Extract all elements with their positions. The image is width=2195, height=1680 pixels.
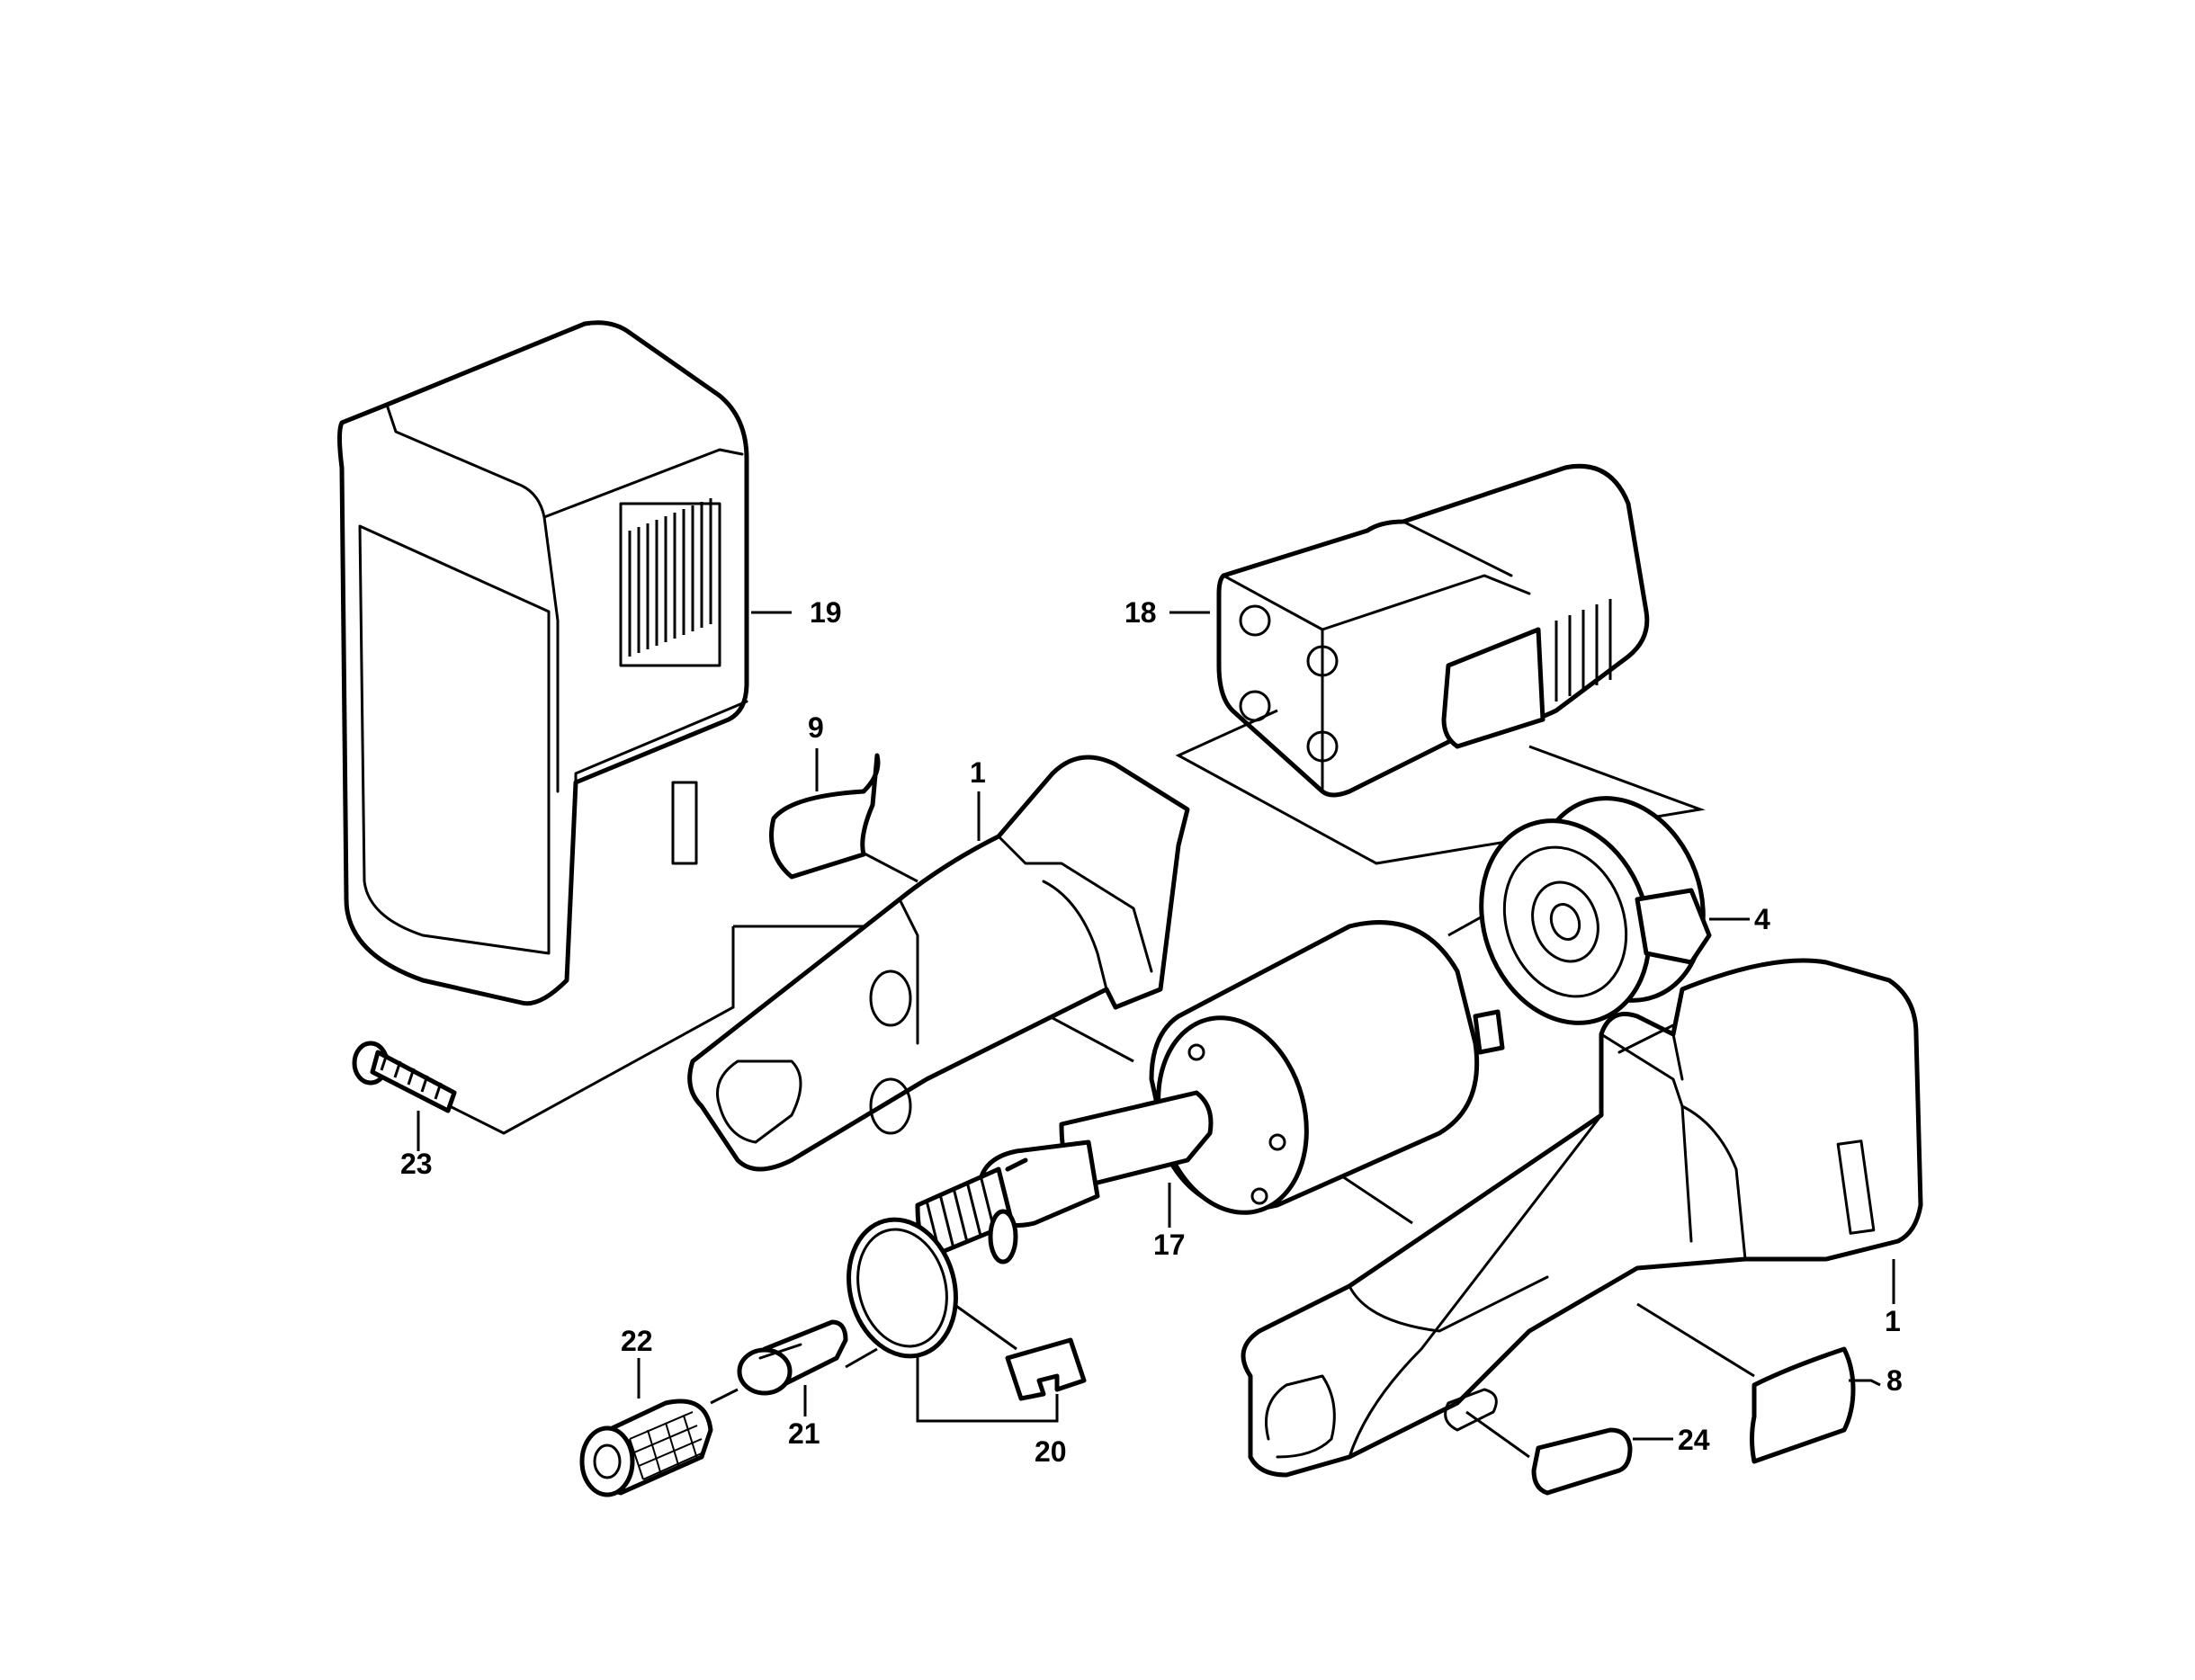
part-18-battery-pack <box>1169 463 1650 798</box>
battery-grille <box>1554 599 1612 701</box>
part-8-label <box>1750 1346 1881 1464</box>
callout-23: 23 <box>400 1148 433 1180</box>
callout-8: 8 <box>1886 1364 1903 1397</box>
callout-17: 17 <box>1153 1229 1186 1261</box>
callout-18: 18 <box>1124 596 1157 629</box>
callout-4: 4 <box>1754 903 1770 935</box>
part-19-case <box>337 320 792 1006</box>
part-17-motor <box>915 920 1505 1264</box>
part-1-housing-half-lower <box>1241 958 1923 1478</box>
callout-19: 19 <box>810 596 842 629</box>
part-24-button <box>1531 1427 1673 1496</box>
part-21-collet <box>737 1319 848 1416</box>
callout-24: 24 <box>1678 1424 1710 1456</box>
callout-labels: 19 18 9 1 4 23 17 22 21 20 1 8 24 <box>400 596 1903 1468</box>
callout-22: 22 <box>621 1325 653 1357</box>
callout-21: 21 <box>788 1417 820 1450</box>
callout-9: 9 <box>808 711 824 744</box>
callout-20: 20 <box>1035 1435 1067 1468</box>
part-4-end-cap <box>1479 796 1750 1025</box>
vent-grille <box>628 498 712 657</box>
assembly-guide-lines <box>449 709 1755 1459</box>
callout-1-lower: 1 <box>1885 1305 1901 1337</box>
callout-1-upper: 1 <box>970 756 986 789</box>
part-20-retaining-ring <box>847 1217 1087 1423</box>
part-1-housing-half <box>687 755 1190 1172</box>
part-23-screw <box>352 1041 457 1151</box>
part-22-collet-nut <box>579 1358 713 1497</box>
part-9-label <box>769 748 881 880</box>
